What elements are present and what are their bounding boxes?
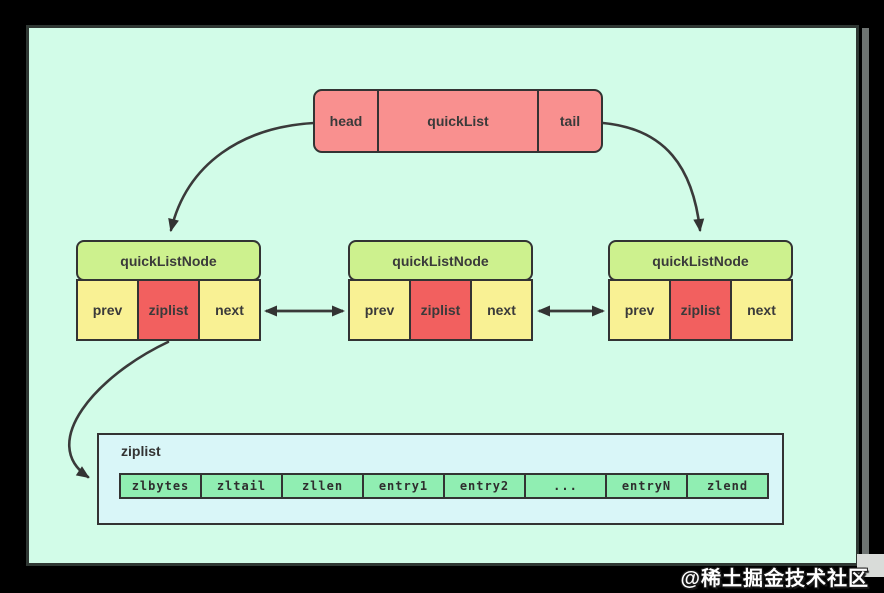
quicklistnode-1-next-cell: next bbox=[198, 280, 259, 339]
quicklistnode-1-cells: prev ziplist next bbox=[76, 278, 261, 341]
ziplist-cell-zlend: zlend bbox=[686, 475, 767, 497]
quicklist-head-cell: head bbox=[329, 113, 363, 129]
quicklistnode-2-ziplist-cell: ziplist bbox=[409, 280, 470, 339]
ziplist-cell-zlbytes: zlbytes bbox=[121, 475, 200, 497]
quicklistnode-3-ziplist-cell: ziplist bbox=[669, 280, 730, 339]
ziplist-container: ziplist zlbytes zltail zllen entry1 entr… bbox=[97, 433, 784, 525]
ziplist-cell-entry2: entry2 bbox=[443, 475, 524, 497]
ziplist-cell-zllen: zllen bbox=[281, 475, 362, 497]
watermark: @稀土掘金技术社区 bbox=[680, 568, 869, 590]
quicklistnode-3-next-cell: next bbox=[730, 280, 791, 339]
quicklistnode-3-cells: prev ziplist next bbox=[608, 278, 793, 341]
right-edge-shadow bbox=[862, 28, 869, 577]
quicklistnode-2: quickListNode prev ziplist next bbox=[348, 240, 533, 341]
ziplist-cell-entry1: entry1 bbox=[362, 475, 443, 497]
quicklistnode-3-prev-cell: prev bbox=[610, 280, 669, 339]
quicklistnode-3: quickListNode prev ziplist next bbox=[608, 240, 793, 341]
quicklistnode-1-prev-cell: prev bbox=[78, 280, 137, 339]
quicklistnode-2-cells: prev ziplist next bbox=[348, 278, 533, 341]
quicklistnode-2-next-cell: next bbox=[470, 280, 531, 339]
quicklistnode-1-title: quickListNode bbox=[76, 240, 261, 281]
ziplist-label: ziplist bbox=[121, 443, 161, 459]
quicklistnode-2-title: quickListNode bbox=[348, 240, 533, 281]
quicklist-tail-cell: tail bbox=[559, 113, 581, 129]
quicklist-box: head quickList tail bbox=[313, 89, 603, 153]
quicklistnode-1: quickListNode prev ziplist next bbox=[76, 240, 261, 341]
quicklistnode-3-title: quickListNode bbox=[608, 240, 793, 281]
ziplist-cell-ellipsis: ... bbox=[524, 475, 605, 497]
bottom-right-corner-artifact bbox=[857, 554, 884, 577]
quicklist-title-cell: quickList bbox=[377, 91, 539, 151]
quicklistnode-2-prev-cell: prev bbox=[350, 280, 409, 339]
quicklistnode-1-ziplist-cell: ziplist bbox=[137, 280, 198, 339]
ziplist-cells-row: zlbytes zltail zllen entry1 entry2 ... e… bbox=[119, 473, 769, 499]
ziplist-cell-zltail: zltail bbox=[200, 475, 281, 497]
ziplist-cell-entryN: entryN bbox=[605, 475, 686, 497]
